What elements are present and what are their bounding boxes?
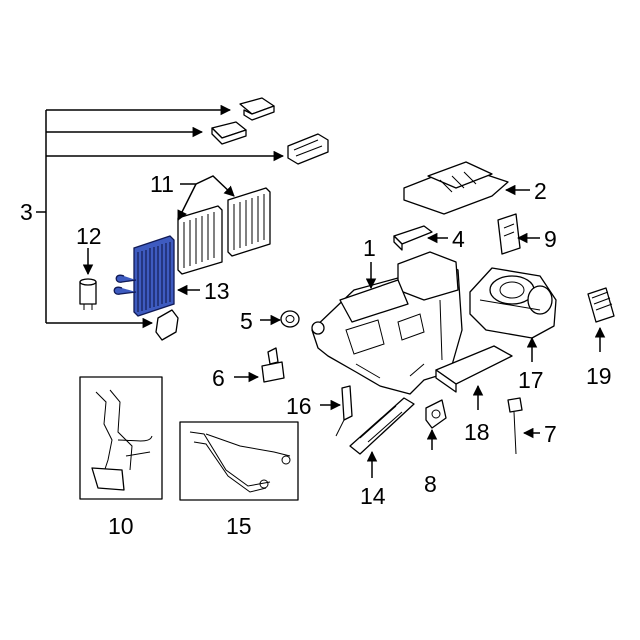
callout-9: 9 [544, 226, 557, 252]
callout-7: 7 [544, 421, 557, 447]
callout-12: 12 [76, 223, 102, 249]
callout-5: 5 [240, 308, 253, 334]
callout-18: 18 [464, 419, 490, 445]
clip-part [155, 309, 179, 341]
hose-assembly-box-15 [179, 421, 299, 501]
callout-2: 2 [534, 178, 547, 204]
small-seal-top [239, 97, 275, 121]
callout-10: 10 [108, 513, 134, 539]
small-seal-middle [211, 121, 247, 145]
callout-16: 16 [286, 393, 312, 419]
callout-1: 1 [363, 235, 376, 261]
small-filter [587, 287, 615, 323]
ambient-sensor [507, 397, 523, 455]
cabin-filter-right [227, 187, 271, 257]
callout-19: 19 [586, 363, 612, 389]
hvac-housing [311, 251, 463, 395]
callout-4: 4 [452, 226, 465, 252]
cabin-filter-left [177, 205, 223, 275]
mode-actuator [280, 310, 300, 328]
callout-14: 14 [360, 483, 386, 509]
temperature-sensor [261, 347, 285, 383]
expansion-valve [79, 278, 97, 310]
callout-8: 8 [424, 471, 437, 497]
callout-11: 11 [150, 171, 174, 197]
control-module [497, 213, 521, 255]
floor-duct [435, 345, 513, 393]
drain-tube [335, 385, 353, 437]
callout-3: 3 [20, 199, 33, 225]
evaporator-core [113, 235, 175, 317]
callout-13: 13 [204, 278, 230, 304]
duct-seal-part [287, 133, 329, 165]
air-distribution-duct [403, 161, 509, 215]
blower-motor-housing [469, 267, 557, 339]
callout-15: 15 [226, 513, 252, 539]
bracket-3-leaders [36, 104, 285, 329]
hose-assembly-box-10 [79, 376, 163, 500]
callout-17: 17 [518, 367, 544, 393]
heater-core [349, 397, 415, 455]
blend-door-actuator [425, 399, 447, 429]
housing-seal [393, 225, 433, 251]
callout-6: 6 [212, 365, 225, 391]
